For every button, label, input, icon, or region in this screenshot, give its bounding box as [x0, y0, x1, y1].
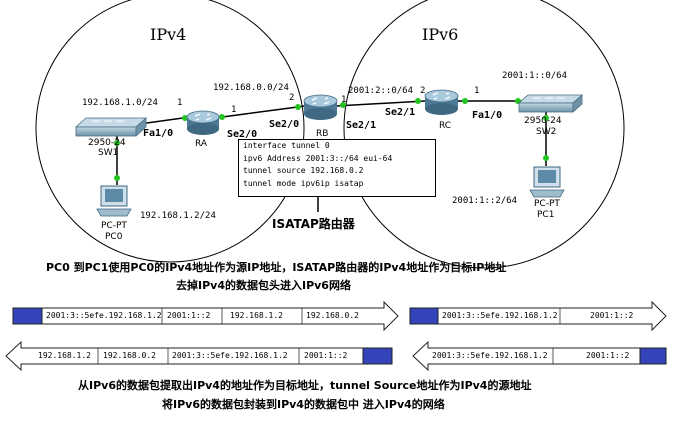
port-number: 1 [177, 98, 183, 108]
link-dot [182, 115, 188, 121]
pc1-model-label: PC-PT [534, 199, 560, 209]
packet-field-ipv6-src: 2001:3::5efe.192.168.1.2 [432, 351, 548, 360]
pc1-name-label: PC1 [537, 210, 555, 220]
packet-field-ipv6-dst: 2001:1::2 [304, 351, 348, 360]
interface-label: Se2/0 [227, 129, 258, 140]
router-rb-icon [303, 94, 338, 120]
pc1-icon [529, 166, 565, 198]
packet-field-ipv6-src: 2001:3::5efe.192.168.1.2 [442, 311, 558, 320]
isatap-router-label: ISATAP路由器 [272, 217, 355, 231]
config-line: tunnel source 192.168.0.2 [243, 166, 364, 175]
config-line: interface tunnel 0 [243, 141, 330, 150]
lan-ipv6-label: 2001:1::0/64 [502, 71, 568, 81]
interface-label: Se2/1 [385, 107, 416, 118]
link-dot [543, 155, 549, 161]
ipv4-region-circle [35, 0, 305, 263]
interface-label: Se2/0 [269, 119, 300, 130]
link-dot [219, 114, 225, 120]
ipv6-region-circle [343, 0, 625, 269]
link-dot [295, 104, 301, 110]
sw2-model-label: 2950-24 [524, 116, 562, 126]
switch-sw1-icon [74, 117, 148, 137]
header-block [639, 347, 667, 365]
packet-field-dividers [97, 308, 561, 364]
header-block [12, 307, 43, 325]
wan-ipv4-label: 192.168.0.0/24 [213, 83, 289, 93]
port-number: 1 [474, 86, 480, 96]
sw2-name-label: SW2 [536, 127, 557, 137]
port-number: 1 [341, 95, 347, 105]
caption-line-1: PC0 到PC1使用PC0的IPv4地址作为源IP地址，ISATAP路由器的IP… [46, 261, 507, 274]
packet-arrow-row2-left [5, 340, 393, 372]
config-line: ipv6 Address 2001:3::/64 eui-64 [243, 153, 393, 163]
packet-field-ipv6-dst: 2001:1::2 [590, 311, 634, 320]
rb-name-label: RB [316, 129, 329, 139]
packet-field-ipv6-dst: 2001:1::2 [167, 311, 211, 320]
lan-ipv4-label: 192.168.1.0/24 [82, 98, 158, 108]
packet-field-ipv4-src: 192.168.1.2 [230, 311, 283, 320]
link-ra-rb [214, 105, 306, 119]
caption-line-2: 去掉IPv4的数据包头进入IPv6网络 [176, 279, 351, 292]
link-dot [415, 98, 421, 104]
router-rc-icon [424, 89, 459, 115]
sw1-name-label: SW1 [98, 148, 119, 158]
pc0-model-label: PC-PT [101, 221, 127, 231]
ra-name-label: RA [195, 139, 208, 149]
ipv6-region-title: IPv6 [422, 25, 459, 44]
wan-ipv6-label: 2001:2::0/64 [348, 86, 414, 96]
packet-field-ipv4-src: 192.168.1.2 [38, 351, 91, 360]
packet-arrow-row2-right [412, 340, 667, 372]
isatap-config-note: interface tunnel 0 ipv6 Address 2001:3::… [238, 139, 436, 197]
packet-field-ipv4-dst: 192.168.0.2 [306, 311, 359, 320]
link-rb-rc [335, 100, 426, 107]
link-status-dots [114, 98, 549, 181]
packet-arrows [5, 300, 667, 372]
interface-label: Fa1/0 [472, 110, 503, 121]
packet-field-ipv4-dst: 192.168.0.2 [103, 351, 156, 360]
rc-name-label: RC [439, 121, 452, 131]
port-number: 2 [420, 86, 426, 96]
interface-label: Fa1/0 [143, 128, 174, 139]
pc1-ip-label: 2001:1::2/64 [452, 196, 518, 206]
header-block [362, 347, 393, 365]
pc0-name-label: PC0 [105, 232, 123, 242]
router-ra-icon [186, 110, 220, 135]
link-dot [114, 140, 120, 146]
port-number: 2 [289, 93, 295, 103]
switch-sw2-icon [517, 94, 584, 113]
packet-field-ipv6-dst: 2001:1::2 [586, 351, 630, 360]
link-dot [462, 98, 468, 104]
link-dot [114, 175, 120, 181]
pc0-ip-label: 192.168.1.2/24 [140, 211, 216, 221]
sw1-model-label: 2950-24 [88, 138, 126, 148]
config-line: tunnel mode ipv6ip isatap [243, 178, 364, 188]
packet-arrow-row1-right [409, 300, 667, 332]
link-dot [340, 102, 346, 108]
caption-line-3: 从IPv6的数据包提取出IPv4的地址作为目标地址，tunnel Source地… [78, 379, 532, 392]
caption-line-4: 将IPv6的数据包封装到IPv4的数据包中 进入IPv4的网络 [162, 398, 445, 411]
ipv4-region-title: IPv4 [150, 25, 187, 44]
header-block [409, 307, 439, 325]
pc0-icon [96, 185, 132, 217]
interface-label: Se2/1 [346, 120, 377, 131]
packet-field-ipv6-src: 2001:3::5efe.192.168.1.2 [46, 311, 162, 320]
packet-field-ipv6-src: 2001:3::5efe.192.168.1.2 [172, 351, 288, 360]
link-dot [543, 115, 549, 121]
port-number: 1 [231, 105, 237, 115]
